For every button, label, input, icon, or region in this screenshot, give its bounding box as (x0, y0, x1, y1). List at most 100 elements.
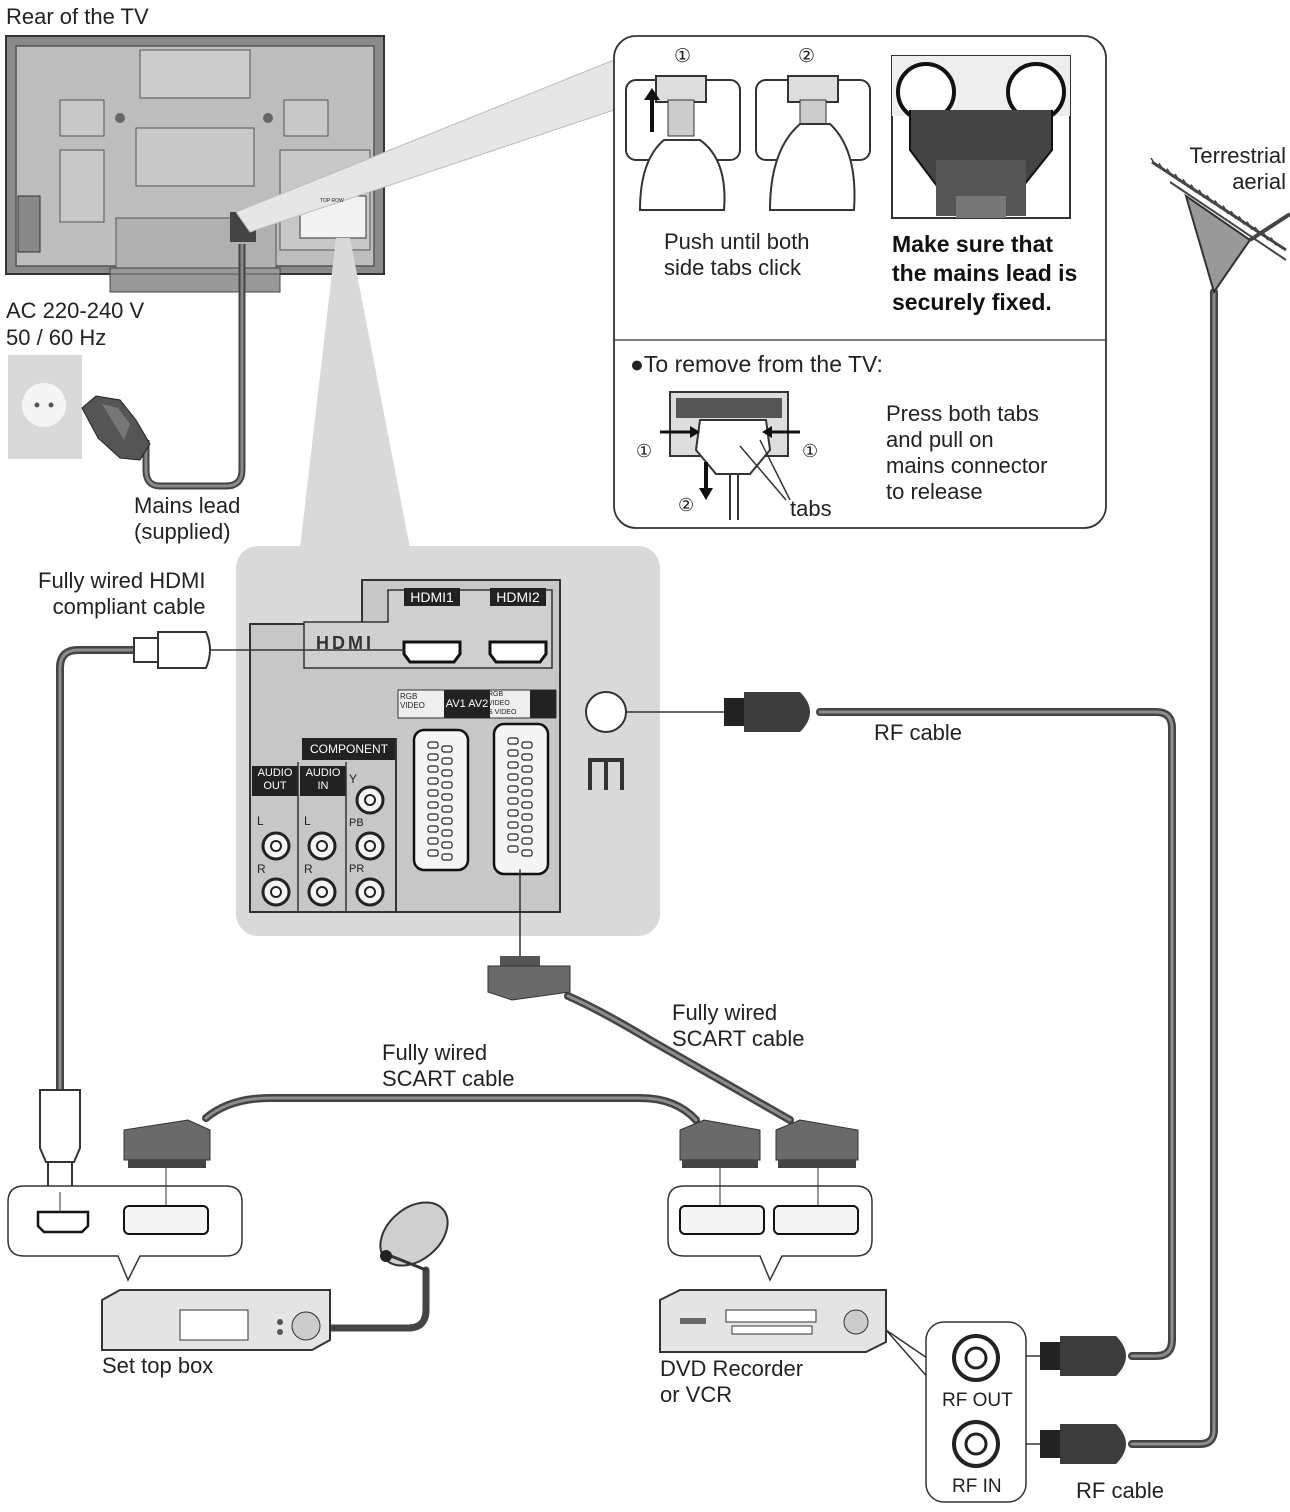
scart-pin (521, 765, 533, 773)
scart-plug-dvd-left (679, 1119, 761, 1168)
scart-pin (441, 805, 453, 813)
scart-pin (427, 741, 439, 749)
dvd-recorder-label: DVD Recorder or VCR (660, 1356, 804, 1407)
cables (56, 288, 1218, 1448)
scart-pin (441, 829, 453, 837)
dvd-recorder-device (659, 1289, 887, 1353)
mains-cable (142, 244, 246, 490)
stb-socket-callout (7, 1168, 243, 1282)
scart-pin (521, 849, 533, 857)
remove-instruction: Press both tabs and pull on mains connec… (886, 401, 1048, 504)
scart-pin (507, 809, 519, 817)
satellite-dish-icon (379, 1201, 449, 1272)
scart-pin (427, 765, 439, 773)
scart-pin (427, 813, 439, 821)
rf-plug-out (1040, 1336, 1126, 1376)
scart-pin (427, 837, 439, 845)
step-1-marker: ① (674, 46, 692, 67)
scart-pin (441, 757, 453, 765)
rf-plug-tv (724, 692, 810, 732)
scart-pin (427, 777, 439, 785)
scart-pin (507, 773, 519, 781)
remove-step-1-right: ① (802, 441, 819, 461)
av1-av2-label: AV1 AV2 (445, 698, 489, 710)
wall-socket (8, 355, 82, 459)
scart-pin (441, 817, 453, 825)
audio-out-l-label: L (257, 814, 264, 828)
terrestrial-aerial-label: Terrestrial aerial (1189, 143, 1286, 194)
hdmi-plug-bottom (39, 1089, 81, 1193)
scart-pin (507, 737, 519, 745)
aerial-element (1246, 221, 1253, 230)
scart-plug-dvd-right (775, 1119, 859, 1168)
component-label: COMPONENT (310, 742, 388, 756)
rear-tv-label: Rear of the TV (6, 4, 149, 29)
rf-plug-in (1040, 1424, 1126, 1464)
hdmi2-label: HDMI2 (496, 589, 540, 605)
rf-cable-top-label: RF cable (874, 720, 963, 745)
scart-pin (521, 789, 533, 797)
scart-pin (427, 789, 439, 797)
scart-pin (521, 741, 533, 749)
mains-inset (613, 35, 1107, 529)
scart-cable-left-label: Fully wired SCART cable (382, 1040, 515, 1091)
rca-jack-center (364, 886, 376, 898)
audio-out-r-label: R (257, 862, 266, 876)
aerial-element (1214, 200, 1221, 209)
scart-cable-right-label: Fully wired SCART cable (672, 1000, 805, 1051)
scart-pin (507, 749, 519, 757)
tv-rear (5, 35, 385, 293)
secure-instruction: Make sure that the mains lead is securel… (892, 231, 1078, 315)
scart-pin (507, 821, 519, 829)
remove-step-1-left: ① (636, 441, 653, 461)
rca-jack-center (270, 886, 282, 898)
scart-pin (427, 825, 439, 833)
callout-wedge-panel (300, 238, 410, 548)
rf-in-label: RF IN (952, 1476, 1002, 1497)
aerial-element (1230, 210, 1237, 220)
aerial-element (1270, 237, 1277, 246)
scart-plug-tv (487, 956, 571, 1001)
audio-in-label: AUDIO IN (305, 767, 341, 792)
aerial-element (1238, 215, 1245, 225)
scart-pin (427, 753, 439, 761)
aerial-element (1182, 178, 1189, 188)
hdmi1-label: HDMI1 (410, 589, 454, 605)
hdmi-logo: HDMI (316, 633, 374, 653)
component-pr-label: PR (349, 863, 365, 875)
scart-pin (441, 745, 453, 753)
scart-pin (521, 777, 533, 785)
aerial-element (1198, 189, 1205, 199)
set-top-box-label: Set top box (102, 1353, 214, 1378)
scart-pin (521, 801, 533, 809)
rf-out-label: RF OUT (942, 1390, 1013, 1411)
aerial-element (1190, 184, 1197, 193)
component-pb-label: PB (349, 817, 364, 829)
rca-jack-center (364, 840, 376, 852)
audio-out-label: AUDIO OUT (257, 767, 293, 792)
set-top-box-device (101, 1289, 331, 1351)
step-2-marker: ② (798, 46, 816, 67)
aerial-element (1150, 157, 1157, 167)
aerial-element (1174, 173, 1181, 183)
tv-mini-panel-label: TOP ROW (320, 198, 344, 204)
av1-rgb-video-label: RGB VIDEO (400, 692, 425, 710)
scart-pin (507, 845, 519, 853)
aerial-element (1222, 205, 1229, 215)
scart-pin (507, 833, 519, 841)
scart-pin (441, 853, 453, 861)
hdmi-cable-label: Fully wired HDMI compliant cable (38, 568, 206, 619)
rca-jack-center (270, 840, 282, 852)
mains-lead-label: Mains lead (supplied) (134, 493, 241, 544)
scart-pin (427, 801, 439, 809)
audio-in-r-label: R (304, 862, 313, 876)
ac-frequency-label: 50 / 60 Hz (6, 325, 107, 350)
hdmi-plug-top (133, 631, 211, 669)
remove-step-2: ② (678, 495, 695, 515)
dvd-socket-callout (667, 1168, 873, 1282)
av2-rgb-video-svideo-label: RGB VIDEO S VIDEO (488, 691, 517, 716)
ac-voltage-label: AC 220-240 V (6, 298, 145, 323)
aerial-element (1254, 226, 1261, 236)
scart-pin (521, 753, 533, 761)
